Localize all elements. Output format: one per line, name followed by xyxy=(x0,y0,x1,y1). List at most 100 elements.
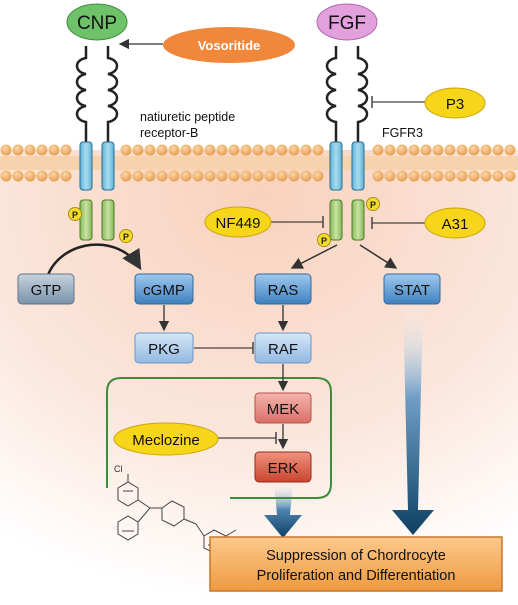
svg-text:P: P xyxy=(321,236,327,246)
lipid-head xyxy=(384,144,396,156)
svg-text:P3: P3 xyxy=(446,96,464,113)
stat-node: STAT xyxy=(383,273,441,305)
lipid-head xyxy=(36,144,48,156)
lipid-head xyxy=(204,144,216,156)
outcome-line1: Suppression of Chordrocyte xyxy=(266,548,446,564)
lipid-head xyxy=(504,170,516,182)
lipid-head xyxy=(156,170,168,182)
svg-text:NF449: NF449 xyxy=(215,215,260,232)
svg-text:Vosoritide: Vosoritide xyxy=(198,38,261,53)
gtp-node: GTP xyxy=(17,273,75,305)
lipid-head xyxy=(24,144,36,156)
erk-downstream-arrow xyxy=(264,482,302,538)
pkg-raf-inhibition-line xyxy=(194,342,254,354)
lipid-head xyxy=(240,170,252,182)
lipid-head xyxy=(480,144,492,156)
lipid-head xyxy=(0,144,12,156)
lipid-head xyxy=(432,170,444,182)
lipid-head xyxy=(312,170,324,182)
lipid-head xyxy=(120,144,132,156)
npr-b-label-line1: natiuretic peptide xyxy=(140,110,235,124)
lipid-head xyxy=(252,144,264,156)
lipid-head xyxy=(132,144,144,156)
lipid-head xyxy=(48,144,60,156)
svg-text:cGMP: cGMP xyxy=(143,282,185,299)
lipid-head xyxy=(456,170,468,182)
lipid-head xyxy=(168,170,180,182)
svg-text:STAT: STAT xyxy=(394,282,430,299)
erk-node: ERK xyxy=(254,451,312,483)
fgfr3-label: FGFR3 xyxy=(382,126,423,140)
phospho-badge: P xyxy=(119,229,133,243)
cnp-ligand: CNP xyxy=(66,3,128,41)
lipid-head xyxy=(468,170,480,182)
svg-text:RAS: RAS xyxy=(268,282,299,299)
svg-text:GTP: GTP xyxy=(31,282,62,299)
lipid-head xyxy=(444,144,456,156)
lipid-head xyxy=(276,170,288,182)
lipid-head xyxy=(480,170,492,182)
lipid-head xyxy=(372,170,384,182)
svg-text:RAF: RAF xyxy=(268,341,298,358)
lipid-head xyxy=(192,144,204,156)
npr-b-receptor xyxy=(75,46,119,241)
lipid-head xyxy=(492,144,504,156)
cell-membrane xyxy=(0,144,518,182)
lipid-head xyxy=(444,170,456,182)
phospho-badge: P xyxy=(366,197,380,211)
lipid-head xyxy=(60,170,72,182)
svg-text:Meclozine: Meclozine xyxy=(132,432,200,449)
mapk-module-box xyxy=(106,377,332,499)
lipid-head xyxy=(420,144,432,156)
svg-text:ERK: ERK xyxy=(268,460,299,477)
meclozine-structure-icon xyxy=(117,474,237,555)
svg-text:FGF: FGF xyxy=(328,13,366,34)
svg-text:MEK: MEK xyxy=(267,401,300,418)
lipid-head xyxy=(216,144,228,156)
lipid-head xyxy=(24,170,36,182)
npr-b-label-line2: receptor-B xyxy=(140,126,198,140)
lipid-head xyxy=(288,144,300,156)
p3-inhibition-line xyxy=(371,96,428,108)
lipid-head xyxy=(132,170,144,182)
meclozine-inhibition-line xyxy=(214,432,277,444)
lipid-head xyxy=(276,144,288,156)
mek-node: MEK xyxy=(254,392,312,424)
lipid-head xyxy=(60,144,72,156)
raf-node: RAF xyxy=(254,332,312,364)
lipid-head xyxy=(192,170,204,182)
nf449-inhibition-line xyxy=(270,216,324,228)
meclozine-drug: Meclozine xyxy=(113,422,219,456)
lipid-head xyxy=(300,170,312,182)
a31-inhibition-line xyxy=(371,217,427,229)
lipid-head xyxy=(384,170,396,182)
phospho-badge: P xyxy=(317,233,331,247)
lipid-head xyxy=(432,144,444,156)
lipid-head xyxy=(0,170,12,182)
cgmp-node: cGMP xyxy=(134,273,194,305)
lipid-head xyxy=(156,144,168,156)
lipid-head xyxy=(372,144,384,156)
svg-text:P: P xyxy=(370,200,376,210)
lipid-head xyxy=(408,144,420,156)
chem-chloro-label: Cl xyxy=(114,464,123,474)
lipid-head xyxy=(468,144,480,156)
lipid-head xyxy=(36,170,48,182)
lipid-head xyxy=(144,170,156,182)
lipid-head xyxy=(240,144,252,156)
lipid-head xyxy=(264,144,276,156)
lipid-head xyxy=(180,144,192,156)
lipid-head xyxy=(396,170,408,182)
stat-downstream-arrow xyxy=(392,305,434,535)
svg-text:PKG: PKG xyxy=(148,341,180,358)
lipid-head xyxy=(456,144,468,156)
svg-text:A31: A31 xyxy=(442,216,469,233)
lipid-head xyxy=(312,144,324,156)
lipid-head xyxy=(204,170,216,182)
lipid-head xyxy=(504,144,516,156)
lipid-head xyxy=(144,144,156,156)
lipid-head xyxy=(48,170,60,182)
lipid-head xyxy=(12,170,24,182)
